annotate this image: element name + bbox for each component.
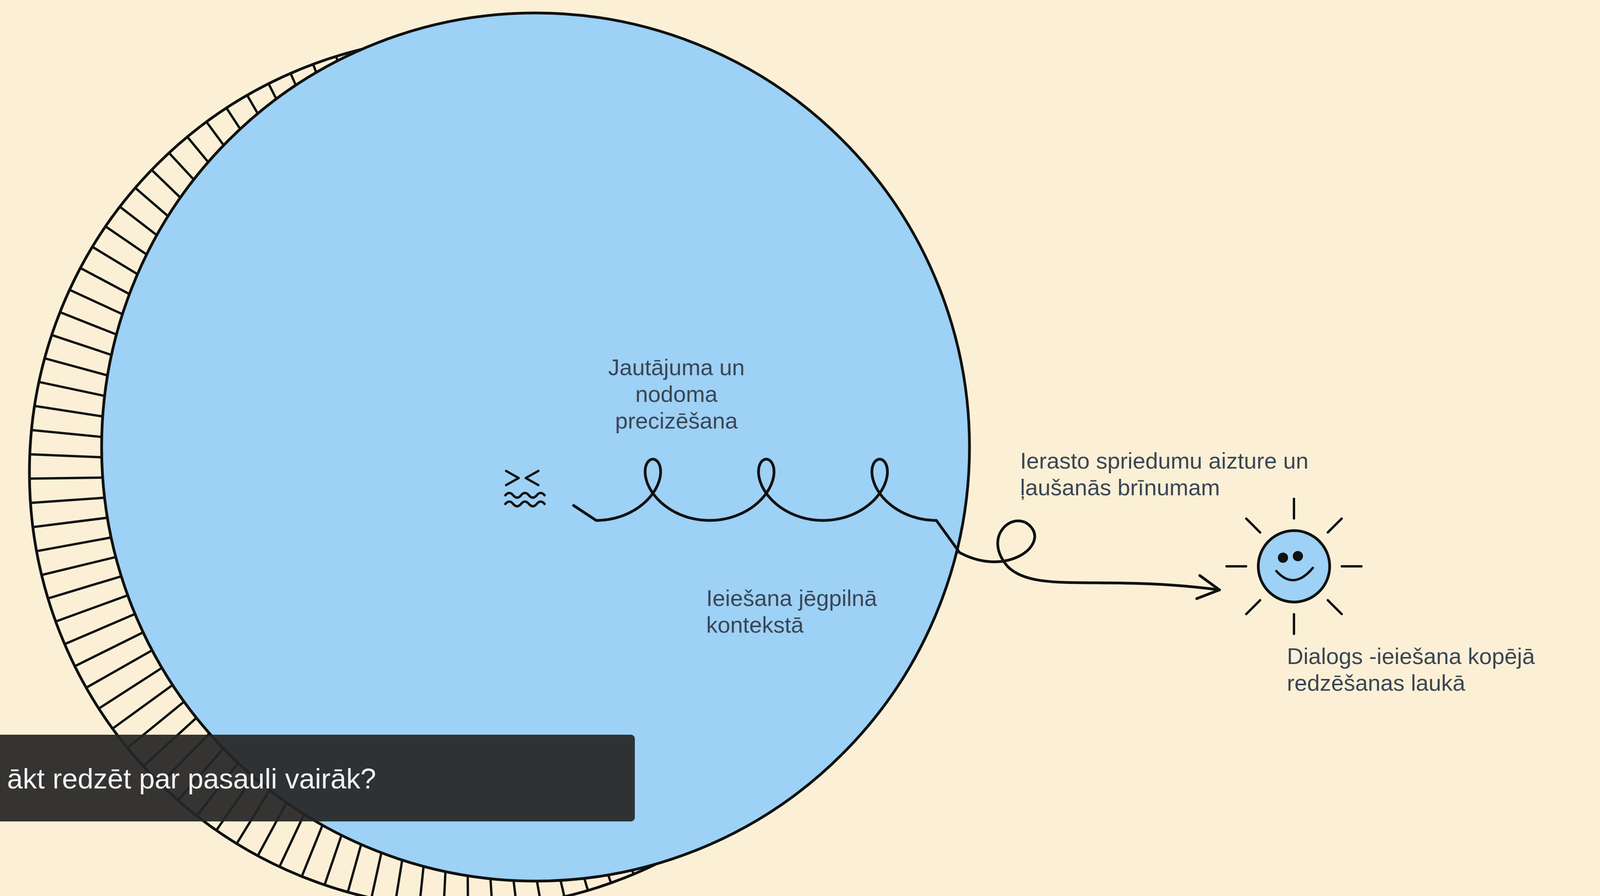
node-text: Jautājuma un nodoma precizēšana <box>574 353 779 434</box>
subtitle-text: ākt redzēt par pasauli vairāk? <box>7 762 377 795</box>
subtitle-bar: ākt redzēt par pasauli vairāk? <box>0 734 635 822</box>
node-text: Dialogs -ieiešana kopējā redzēšanas lauk… <box>1286 642 1586 697</box>
spiral-arrow <box>956 520 1220 599</box>
dialog-sun: Dialogs -ieiešana kopējā redzēšanas lauk… <box>1219 491 1369 641</box>
node-text: Ieiešana jēgpilnā kontekstā <box>706 584 911 638</box>
sun-face <box>1219 491 1369 641</box>
edge-label: Ierasto spriedumu aizture un ļaušanās br… <box>1020 447 1327 501</box>
